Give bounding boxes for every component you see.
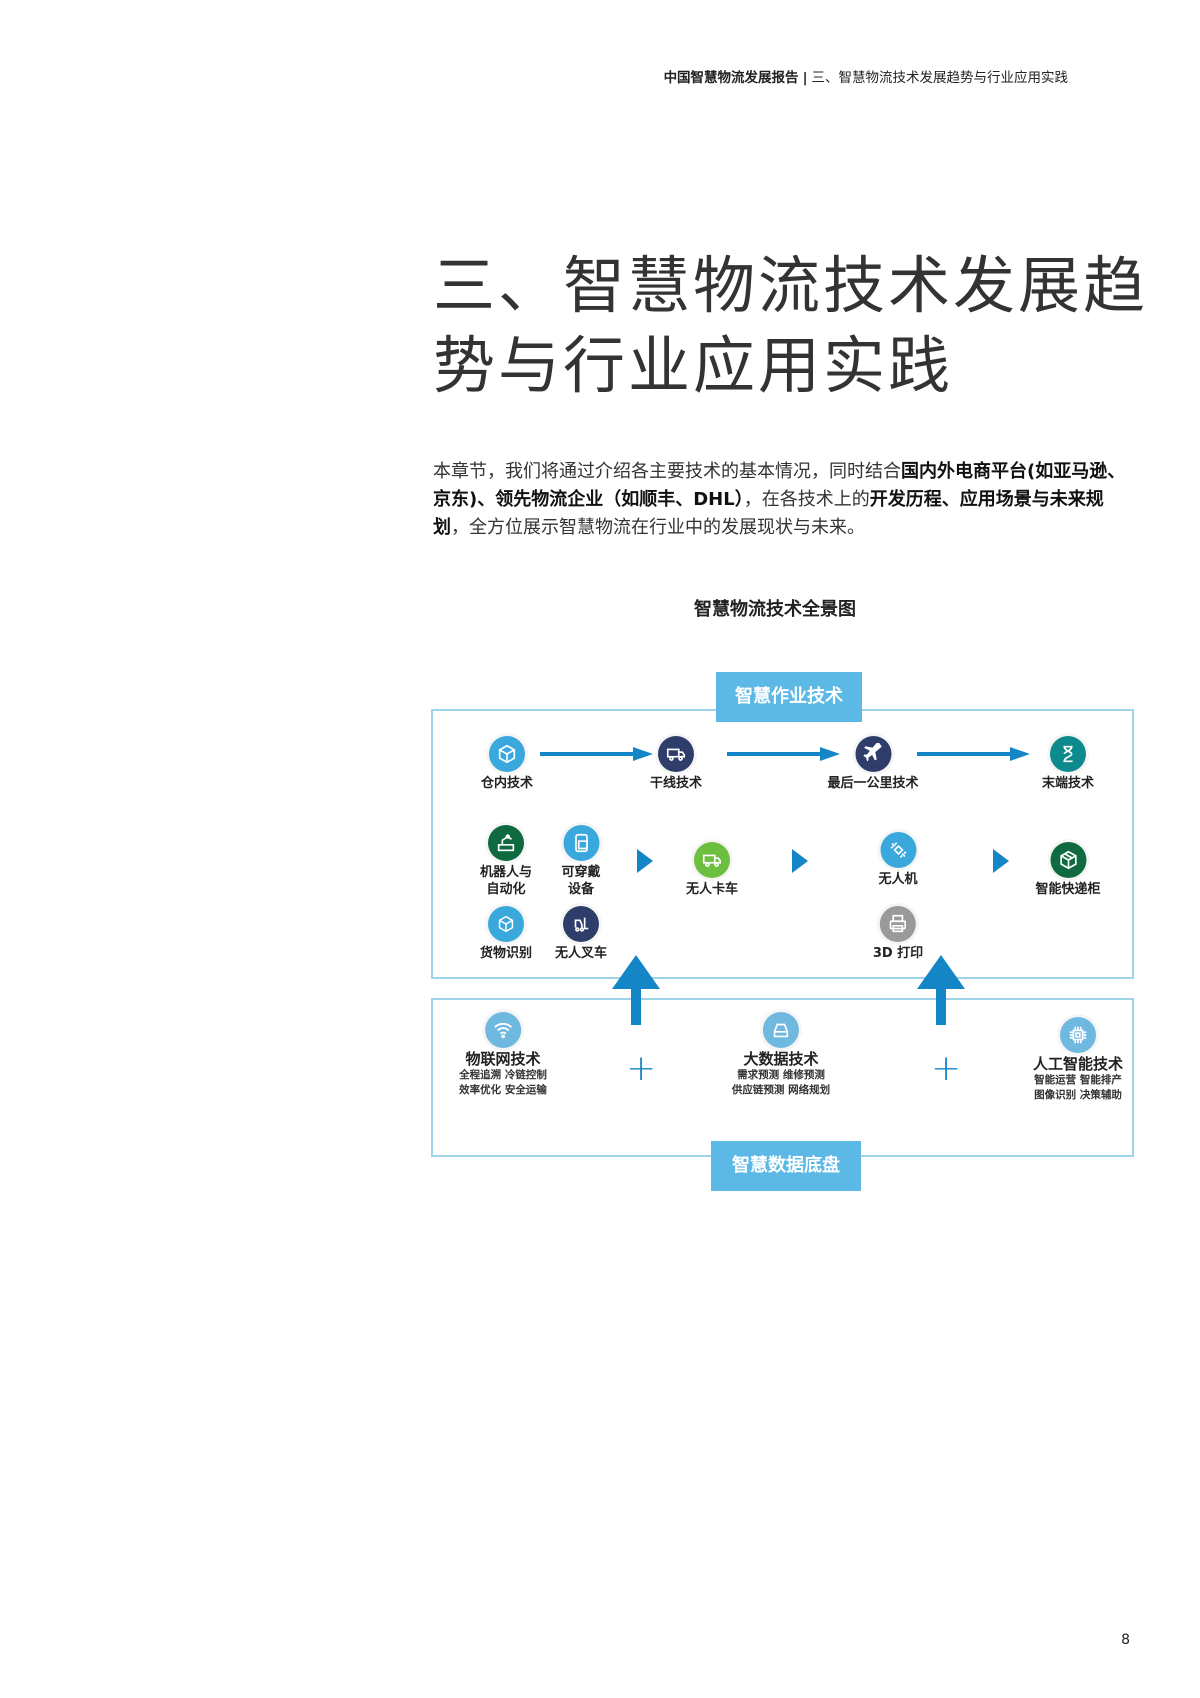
stage-label: 末端技术 <box>1041 776 1095 791</box>
header-separator: | <box>802 70 808 86</box>
tech-name: 人工智能技术 <box>1032 1055 1124 1073</box>
satellite-icon <box>879 832 916 868</box>
triangle-arrow-icon <box>792 849 808 873</box>
tech-sub: 智能运营 智能排产 <box>1034 1074 1122 1086</box>
item-3d-print: 3D 打印 <box>873 906 923 962</box>
triangle-arrow-icon <box>993 849 1009 873</box>
stage-label: 仓内技术 <box>480 776 534 791</box>
intro-bold-1: 国内外电商平台(如亚马逊、京东)、领先物流企业（如顺丰、DHL） <box>433 461 1126 510</box>
intro-text-1: 本章节，我们将通过介绍各主要技术的基本情况，同时结合 <box>433 461 901 482</box>
chapter-title-line2: 势与行业应用实践 <box>433 329 954 402</box>
tech-sub: 全程追溯 冷链控制 <box>459 1069 547 1081</box>
big-data-tech: 大数据技术 需求预测 维修预测 供应链预测 网络规划 <box>732 1012 830 1098</box>
arrow-right-icon <box>917 747 1030 761</box>
operation-tech-tag: 智慧作业技术 <box>716 672 862 722</box>
tablet-icon <box>562 825 599 861</box>
tech-sub: 供应链预测 网络规划 <box>731 1084 831 1096</box>
item-label: 3D 打印 <box>872 946 924 961</box>
database-icon <box>763 1012 799 1048</box>
tech-name: 大数据技术 <box>743 1050 819 1068</box>
stage-terminal: 末端技术 <box>1042 736 1094 792</box>
tech-sub: 效率优化 安全运输 <box>459 1084 547 1096</box>
arrow-right-icon <box>727 747 840 761</box>
stage-warehouse: 仓内技术 <box>481 736 533 792</box>
item-label: 无人机 <box>878 872 918 887</box>
chip-icon <box>1059 1017 1096 1053</box>
arrow-right-icon <box>540 747 653 761</box>
item-robot: 机器人与 自动化 <box>480 825 532 898</box>
stage-trunk: 干线技术 <box>650 736 702 792</box>
item-label: 机器人与 自动化 <box>479 865 533 897</box>
intro-text-2: ，在各技术上的 <box>743 489 870 510</box>
airplane-icon <box>854 736 891 772</box>
robot-arm-icon <box>487 825 524 861</box>
intro-paragraph: 本章节，我们将通过介绍各主要技术的基本情况，同时结合国内外电商平台(如亚马逊、京… <box>433 458 1133 542</box>
chapter-title: 三、智慧物流技术发展趋 势与行业应用实践 <box>433 246 1153 406</box>
plus-icon: + <box>626 1048 657 1089</box>
scan-cube-icon <box>487 906 524 942</box>
arrow-up-icon <box>917 955 965 1025</box>
plus-icon: + <box>931 1048 962 1089</box>
iot-tech: 物联网技术 全程追溯 冷链控制 效率优化 安全运输 <box>459 1012 547 1098</box>
item-label: 货物识别 <box>479 946 533 961</box>
intro-text-3: ，全方位展示智慧物流在行业中的发展现状与未来。 <box>451 517 865 538</box>
item-forklift: 无人叉车 <box>555 906 607 962</box>
tech-sub: 图像识别 决策辅助 <box>1034 1089 1122 1101</box>
stage-last-mile: 最后一公里技术 <box>827 736 919 792</box>
tech-name: 物联网技术 <box>465 1050 541 1068</box>
item-smart-locker: 智能快递柜 <box>1035 842 1101 898</box>
item-goods-recognition: 货物识别 <box>480 906 532 962</box>
intro-bold-2: 开发历程、应用场景与未来规划 <box>433 489 1104 538</box>
stage-label: 最后一公里技术 <box>827 776 919 791</box>
box-icon <box>488 736 525 772</box>
report-title: 中国智慧物流发展报告 <box>663 70 799 86</box>
truck-icon <box>657 736 694 772</box>
stage-label: 干线技术 <box>649 776 703 791</box>
wifi-icon <box>485 1012 521 1048</box>
chapter-title-line1: 三、智慧物流技术发展趋 <box>433 249 1149 322</box>
item-wearable: 可穿戴 设备 <box>561 825 601 898</box>
ai-tech: 人工智能技术 智能运营 智能排产 图像识别 决策辅助 <box>1033 1017 1123 1103</box>
item-unmanned-truck: 无人卡车 <box>686 842 738 898</box>
triangle-arrow-icon <box>637 849 653 873</box>
data-platform-tag: 智慧数据底盘 <box>711 1141 861 1191</box>
item-label: 无人叉车 <box>554 946 608 961</box>
item-drone: 无人机 <box>878 832 918 888</box>
truck-icon <box>693 842 730 878</box>
forklift-icon <box>562 906 599 942</box>
item-label: 智能快递柜 <box>1035 882 1101 897</box>
printer-icon <box>880 906 916 942</box>
figure-title: 智慧物流技术全景图 <box>694 599 856 620</box>
hourglass-icon <box>1049 736 1086 772</box>
page-number: 8 <box>1121 1632 1130 1648</box>
package-icon <box>1049 842 1086 878</box>
item-label: 可穿戴 设备 <box>561 865 601 897</box>
page-header: 中国智慧物流发展报告|三、智慧物流技术发展趋势与行业应用实践 <box>664 66 1068 86</box>
tech-sub: 需求预测 维修预测 <box>737 1069 825 1081</box>
arrow-up-icon <box>612 955 660 1025</box>
section-title: 三、智慧物流技术发展趋势与行业应用实践 <box>811 70 1069 86</box>
item-label: 无人卡车 <box>685 882 739 897</box>
